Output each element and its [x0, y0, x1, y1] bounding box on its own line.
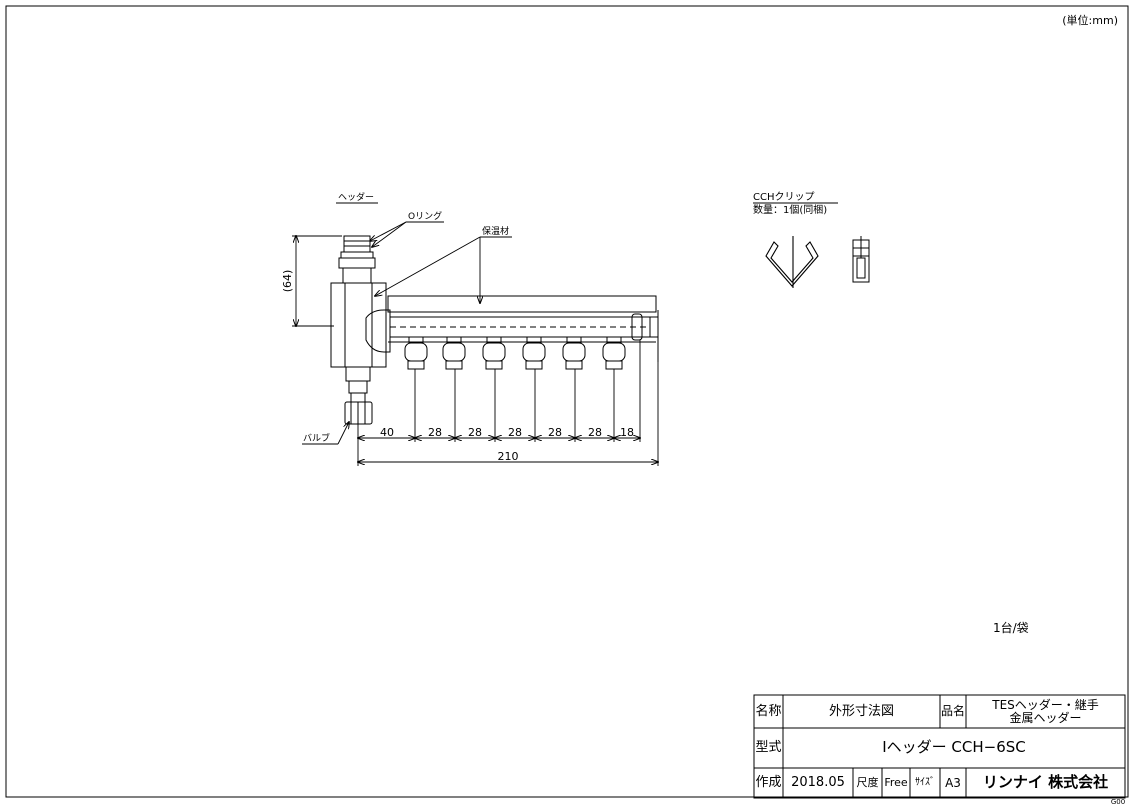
product-line-2: 金属ヘッダー — [1009, 710, 1082, 725]
total-dimension: 210 — [498, 450, 519, 463]
pitch-dimension: 28 — [428, 426, 442, 439]
scale-label: 尺度 — [856, 776, 879, 790]
pitch-dimension: 28 — [468, 426, 482, 439]
header-assembly — [330, 235, 659, 425]
pitch-dimension: 28 — [508, 426, 522, 439]
outlet-port — [602, 336, 626, 370]
header-label: ヘッダー — [338, 191, 374, 203]
product-label: 品名 — [940, 704, 965, 719]
pitch-dimension: 18 — [620, 426, 634, 439]
product-line-1: TESヘッダー・継手 — [992, 697, 1099, 712]
sheet-code: G00 — [1110, 798, 1126, 807]
outlet-port — [404, 336, 428, 370]
model-value: Iヘッダー CCH−6SC — [882, 738, 1026, 757]
cch-clip-front — [765, 236, 819, 288]
unit-note: (単位:mm) — [1062, 13, 1118, 27]
clip-quantity: 数量：1個(同梱) — [753, 203, 827, 216]
top-connector — [343, 235, 371, 253]
pitch-dimension: 28 — [588, 426, 602, 439]
package-note: 1台/袋 — [993, 620, 1029, 635]
name-label: 名称 — [755, 703, 782, 719]
insulation-label: 保温材 — [482, 225, 509, 237]
insulation-sleeve — [387, 295, 657, 313]
created-label: 作成 — [755, 775, 782, 791]
product-value: TESヘッダー・継手 金属ヘッダー — [966, 695, 1125, 728]
outlet-port — [442, 336, 466, 370]
name-value: 外形寸法図 — [828, 703, 894, 719]
created-value: 2018.05 — [791, 775, 845, 791]
header-body — [330, 282, 387, 368]
outlet-port — [562, 336, 586, 370]
company-name: リンナイ 株式会社 — [982, 773, 1109, 792]
cch-clip-side — [852, 236, 870, 283]
title-block — [753, 694, 1126, 799]
pitch-dimension: 40 — [380, 426, 394, 439]
sheet-border — [5, 5, 1129, 798]
height-dimension: (64) — [281, 270, 294, 293]
outlet-port — [482, 336, 506, 370]
oring-label: Oリング — [408, 210, 442, 222]
model-label: 型式 — [755, 740, 782, 756]
dimension-lines — [292, 236, 658, 466]
outlet-port — [522, 336, 546, 370]
size-value: A3 — [945, 775, 961, 790]
size-label: ｻｲｽﾞ — [915, 776, 935, 788]
tee-elbow — [365, 309, 391, 353]
pitch-dimension: 28 — [548, 426, 562, 439]
scale-value: Free — [884, 776, 908, 790]
leader-lines — [302, 202, 512, 445]
clip-title: CCHクリップ — [753, 191, 814, 203]
outlet-ports — [404, 336, 626, 370]
valve-label: バルブ — [303, 432, 330, 444]
